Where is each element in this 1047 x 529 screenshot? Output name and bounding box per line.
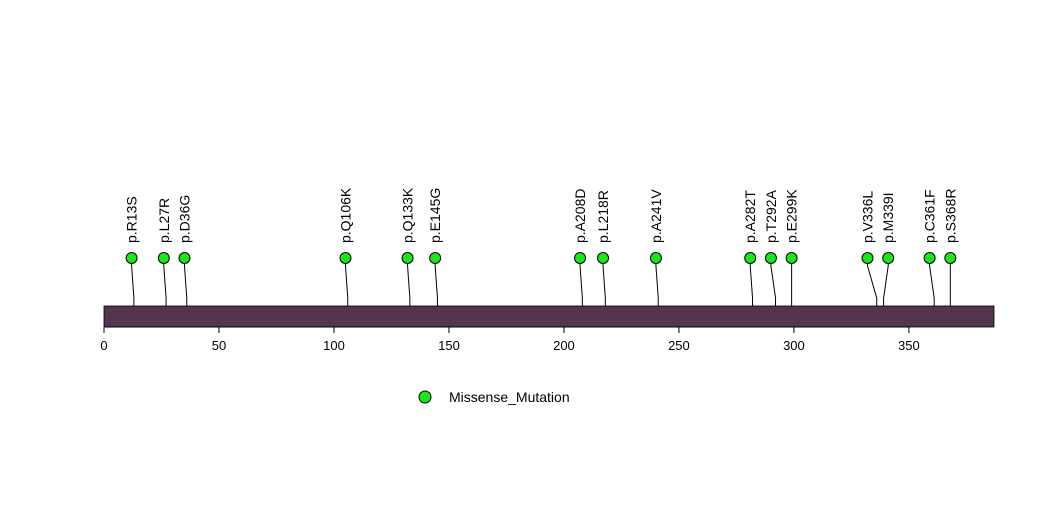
mutation-stem [163,258,167,306]
mutation-lollipop: p.A208D [572,189,588,306]
mutation-label: p.A282T [742,190,758,243]
mutation-marker [157,252,170,264]
mutation-label: p.T292A [763,189,779,243]
mutation-label: p.V336L [860,191,876,243]
mutation-marker [744,252,757,264]
x-tick-label: 0 [100,338,107,353]
mutation-stem [867,258,878,306]
mutation-label: p.Q106K [337,187,353,243]
mutation-lollipop: p.M339I [880,192,896,306]
mutation-lollipop: p.C361F [922,189,938,306]
mutation-lollipop: p.A282T [742,190,758,306]
mutation-stem [407,258,411,306]
legend: Missense_Mutation [418,389,570,405]
mutation-label: p.R13S [124,196,140,243]
mutation-marker [429,252,442,264]
mutation-stem [131,258,135,306]
mutation-stem [749,258,754,306]
mutation-lollipop: p.V336L [860,191,878,306]
mutation-marker [923,252,936,264]
mutation-marker [861,252,874,264]
x-tick-label: 50 [212,338,226,353]
mutation-stem [434,258,438,306]
mutation-lollipop: p.D36G [176,195,192,306]
mutation-label: p.S368R [942,189,958,243]
mutation-lollipop: p.L218R [595,190,611,306]
mutation-stem [929,258,935,306]
mutation-stem [344,258,349,306]
mutation-stem [770,258,777,306]
mutation-marker [574,252,587,264]
mutation-lollipop: p.S368R [942,189,958,306]
x-tick-label: 100 [323,338,345,353]
x-tick-label: 250 [668,338,690,353]
mutation-marker [785,252,798,264]
mutation-label: p.A208D [572,189,588,243]
mutation-stem [183,258,188,306]
mutation-label: p.C361F [922,189,938,243]
mutation-marker [649,252,662,264]
mutation-label: p.L218R [595,190,611,243]
protein-domain-bar [103,305,995,328]
mutation-stem [579,258,583,306]
mutation-marker [597,252,610,264]
mutation-label: p.D36G [176,195,192,243]
mutation-label: p.E299K [784,189,800,243]
mutation-label: p.A241V [648,189,664,243]
mutation-lollipop: p.L27R [156,198,172,306]
mutation-lollipop: p.E299K [784,189,800,306]
mutation-lollipop: p.Q106K [337,187,353,306]
x-axis: 0 50 100 150 200 250 300 350 [100,326,920,353]
mutation-stem [655,258,659,306]
mutation-marker [944,252,957,264]
mutation-marker [339,252,352,264]
mutation-lollipop: p.A241V [648,189,664,306]
mutation-label: p.E145G [427,188,443,243]
legend-label: Missense_Mutation [449,389,570,405]
legend-marker [418,390,432,404]
x-tick-label: 150 [438,338,460,353]
mutation-lollipop: p.R13S [124,196,140,306]
mutation-label: p.Q133K [400,187,416,243]
x-tick-label: 300 [783,338,805,353]
mutation-lollipop: p.T292A [763,189,779,306]
mutation-lollipop: p.Q133K [400,187,416,306]
mutation-marker [401,252,414,264]
mutation-lollipop: p.E145G [427,188,443,306]
mutation-stem [602,258,606,306]
mutation-marker [764,252,777,264]
mutation-stem [883,258,889,306]
x-tick-label: 200 [553,338,575,353]
mutation-label: p.M339I [880,192,896,243]
mutation-marker [125,252,138,264]
mutation-marker [178,252,191,264]
x-tick-label: 350 [898,338,920,353]
mutation-label: p.L27R [156,198,172,243]
mutation-marker [882,252,895,264]
